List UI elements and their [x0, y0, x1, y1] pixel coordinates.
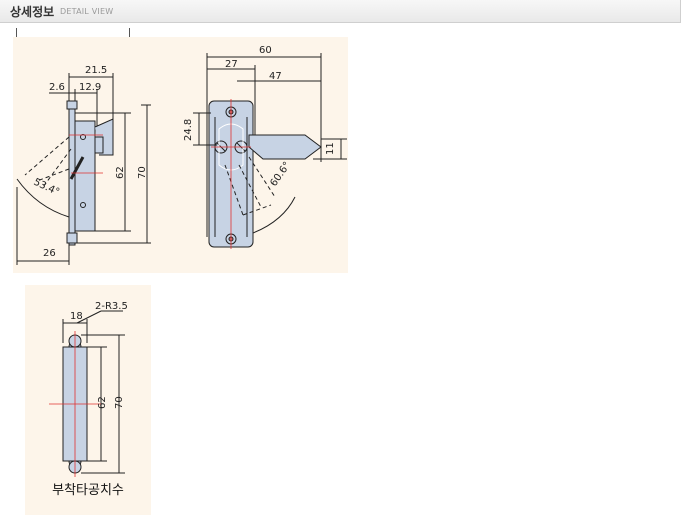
dim-60: 60	[259, 45, 272, 56]
cutout-caption: 부착타공치수	[52, 483, 124, 498]
dim-70: 70	[137, 166, 148, 179]
dim-60-6: 60.6°	[268, 160, 293, 189]
side-view	[16, 73, 151, 265]
dim-27: 27	[225, 59, 238, 70]
dim-21-5: 21.5	[85, 65, 107, 76]
section-header: 상세정보 DETAIL VIEW	[0, 0, 681, 23]
front-view	[193, 53, 347, 248]
side-centerline	[69, 134, 103, 174]
front-centerline	[211, 99, 251, 249]
cutout-view	[62, 310, 125, 474]
cutout-drawing: 18 2-R3.5 62 70	[49, 301, 128, 477]
cutout-centerline	[49, 331, 101, 477]
dim-62: 62	[97, 396, 108, 409]
dim-70: 70	[114, 396, 125, 409]
dim-18: 18	[70, 311, 83, 322]
dim-11: 11	[325, 142, 336, 155]
dim-26: 26	[43, 248, 56, 259]
dim-53-4: 53.4°	[32, 177, 61, 198]
dim-2-6: 2.6	[49, 82, 65, 93]
section-title: 상세정보	[10, 5, 55, 19]
dim-12-9: 12.9	[79, 82, 101, 93]
section-subtitle: DETAIL VIEW	[60, 7, 114, 16]
drawing-panel-main: 21.5 2.6 12.9 62 70 26 53.4°	[13, 37, 348, 273]
latch-drawing: 21.5 2.6 12.9 62 70 26 53.4°	[16, 45, 347, 265]
dim-47: 47	[269, 71, 282, 82]
drawing-panel-cutout: 18 2-R3.5 62 70 부착타공치수	[25, 285, 151, 515]
dim-62: 62	[115, 166, 126, 179]
dim-r3-5: 2-R3.5	[95, 301, 128, 312]
dim-24-8: 24.8	[183, 119, 194, 141]
